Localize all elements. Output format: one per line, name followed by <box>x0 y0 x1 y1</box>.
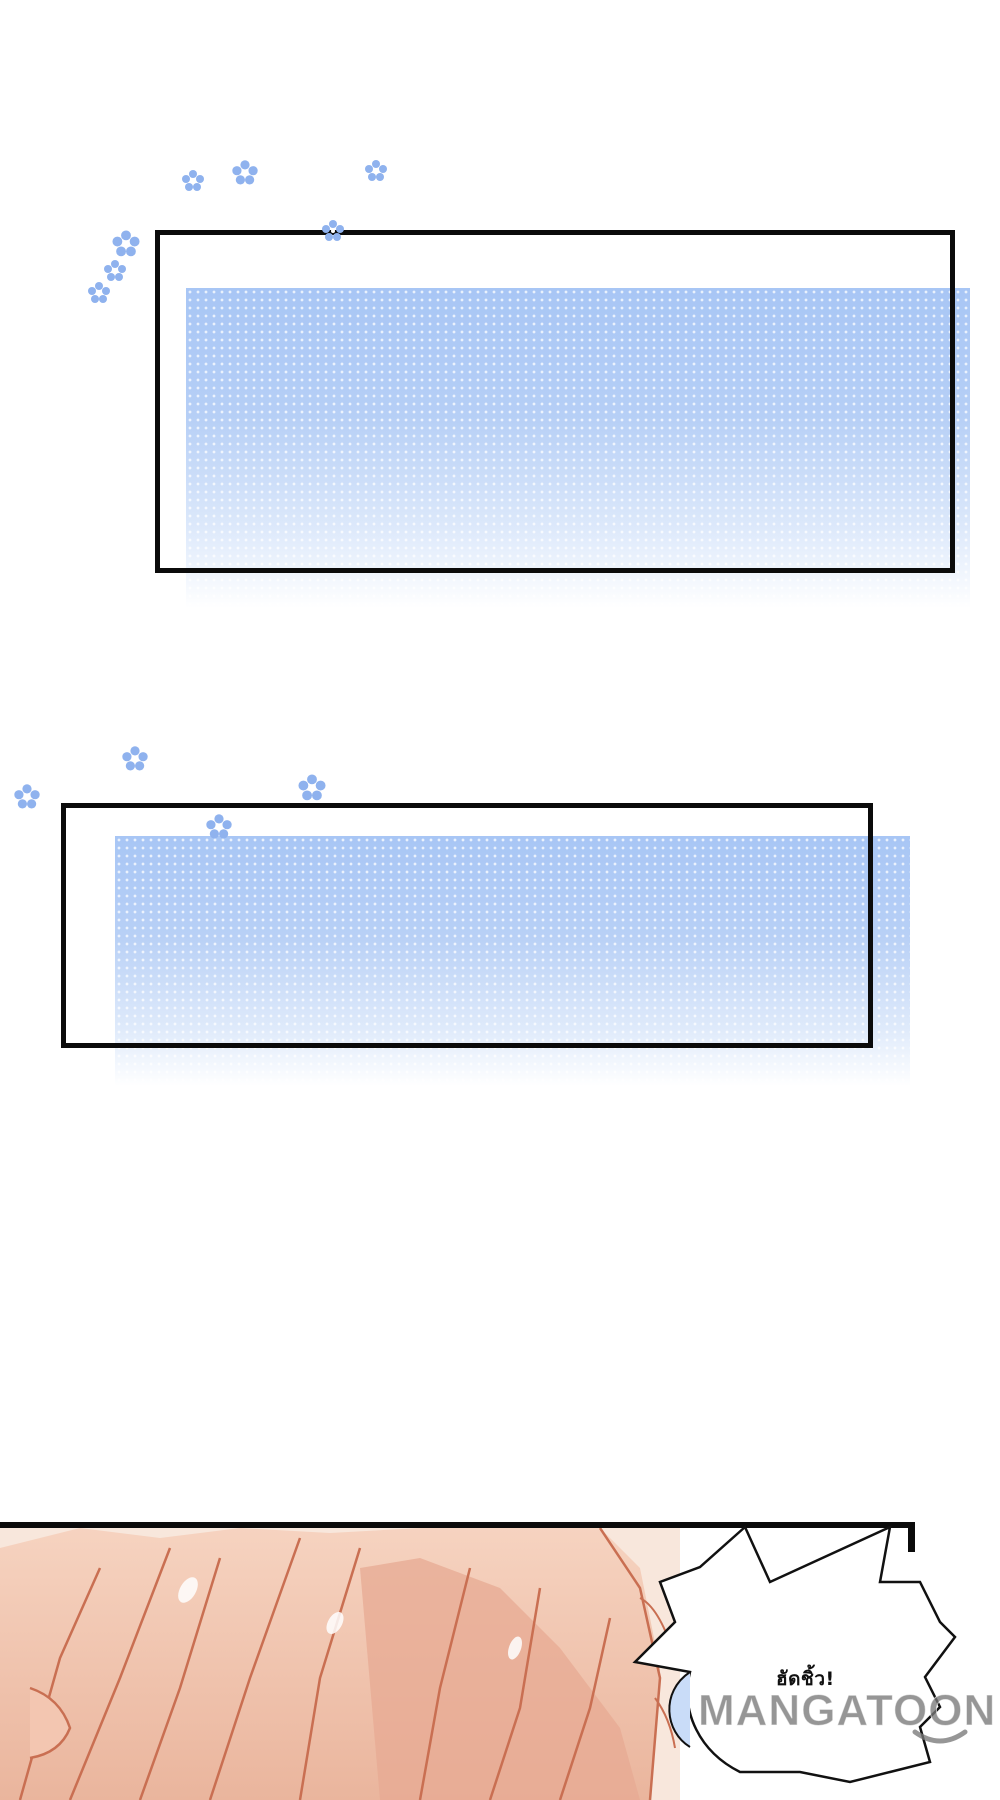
watermark-smile-icon <box>912 1729 968 1744</box>
blossom-petal-icon <box>232 160 258 185</box>
blossom-petal-icon <box>182 170 204 191</box>
blossom-petal-icon <box>206 814 232 839</box>
blossom-petal-icon <box>88 282 110 303</box>
blossom-petal-icon <box>322 220 344 241</box>
blossom-petal-icon <box>122 746 148 771</box>
blossom-petal-icon <box>14 784 40 809</box>
character-hair-illustration <box>0 1528 680 1800</box>
caption-box-2 <box>61 803 873 1048</box>
caption-box-1 <box>155 230 955 573</box>
blossom-petal-icon <box>365 160 387 181</box>
blossom-petal-icon <box>104 260 126 281</box>
mangatoon-watermark: MANGATOON <box>697 1686 997 1736</box>
sneeze-sfx-text: ฮัดชิ้ว! <box>776 1668 835 1690</box>
panel-border-right <box>908 1522 915 1552</box>
blossom-petal-icon <box>112 230 140 257</box>
character-panel <box>0 1522 1000 1800</box>
halftone-dots-1 <box>186 288 970 608</box>
spiky-speech-bubble <box>632 1524 957 1784</box>
blossom-petal-icon <box>298 774 326 801</box>
panel-border-top <box>0 1522 915 1528</box>
